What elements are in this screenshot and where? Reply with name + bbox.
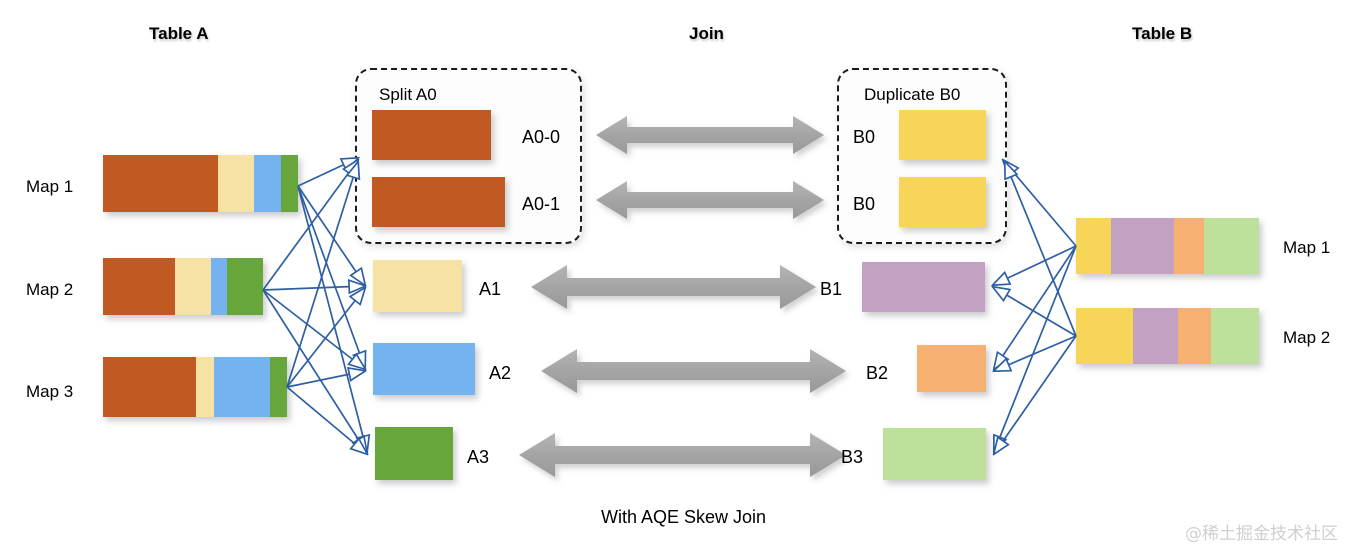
table-a-map-3-segment-a3	[270, 357, 287, 417]
table-b-map-1-segment-b2	[1174, 218, 1204, 274]
table-b-map-2-segment-b0	[1076, 308, 1133, 364]
link-b-map2-to-b2	[994, 335, 1077, 371]
duplicate-b0-part-0-label: B0	[853, 127, 876, 147]
table-a-map-2-segment-a1	[175, 258, 211, 315]
table-a-map-3-segment-a1	[196, 357, 214, 417]
duplicate-b0-title: Duplicate B0	[864, 85, 961, 104]
link-a-map3-to-a1	[286, 288, 365, 388]
table-a-map-3-segment-a0	[103, 357, 196, 417]
table-a-map-3-segment-a2	[214, 357, 270, 417]
partition-a3-label: A3	[467, 447, 490, 467]
link-b-map1-to-b1	[993, 245, 1077, 285]
table-a-map-1-segment-a2	[254, 155, 281, 212]
table-a-map-1-segment-a3	[281, 155, 298, 212]
join-arrow-a2-b2	[541, 349, 846, 393]
table-a-map-2-segment-a0	[103, 258, 175, 315]
partition-b3-label: B3	[841, 447, 864, 467]
split-a0-part-0-block	[372, 110, 491, 160]
join-arrow-a1-b1	[531, 265, 816, 309]
table-b-map-2-segment-b1	[1133, 308, 1178, 364]
link-b-map1-to-b0	[1003, 160, 1077, 247]
link-b-map1-to-b3	[994, 245, 1077, 452]
link-a-map3-to-a2	[286, 371, 365, 388]
table-a-map-3-bar	[103, 357, 287, 417]
header-table-a: Table A	[149, 24, 209, 43]
table-a-map-1-bar	[103, 155, 298, 212]
table-a-map-2-label: Map 2	[26, 280, 74, 299]
link-b-map2-to-b0	[1005, 162, 1077, 337]
split-a0-title: Split A0	[379, 85, 437, 104]
split-a0-part-1-label: A0-1	[522, 194, 561, 214]
watermark: @稀土掘金技术社区	[1185, 524, 1338, 544]
duplicate-b0-part-0-block	[899, 110, 986, 160]
join-arrow-a00-b0	[596, 116, 824, 154]
partition-a2-block	[373, 343, 475, 395]
link-a-map1-to-a0	[297, 158, 358, 187]
partition-a1-block	[373, 260, 462, 312]
link-a-map2-to-a1	[262, 286, 365, 290]
join-arrow-a01-b0	[596, 181, 824, 219]
partition-b3-block	[883, 428, 986, 480]
diagram-caption: With AQE Skew Join	[601, 507, 767, 527]
partition-b2-block	[917, 345, 986, 392]
partition-a2-label: A2	[489, 363, 512, 383]
partition-a1-label: A1	[479, 279, 502, 299]
table-b-map-2-segment-b3	[1211, 308, 1259, 364]
partition-b2-label: B2	[866, 363, 889, 383]
table-a-map-2-segment-a3	[227, 258, 263, 315]
header-join: Join	[689, 24, 724, 43]
table-b-map-1-bar	[1076, 218, 1259, 274]
duplicate-b0-part-1-label: B0	[853, 194, 876, 214]
link-b-map2-to-b3	[994, 335, 1077, 454]
duplicate-b0-part-1-block	[899, 177, 986, 227]
partition-b1-label: B1	[820, 279, 843, 299]
table-b-map-1-segment-b1	[1111, 218, 1174, 274]
link-b-map2-to-b1	[993, 287, 1077, 337]
table-b-map-2-label: Map 2	[1283, 328, 1331, 347]
table-b-map-1-segment-b3	[1204, 218, 1259, 274]
split-a0-part-0-label: A0-0	[522, 127, 561, 147]
table-a-map-2-segment-a2	[211, 258, 227, 315]
header-table-b: Table B	[1132, 24, 1193, 43]
table-b-map-1-segment-b0	[1076, 218, 1111, 274]
table-a-map-1-segment-a1	[218, 155, 254, 212]
table-a-map-2-bar	[103, 258, 263, 315]
partition-a3-block	[375, 427, 453, 480]
link-a-map3-to-a3	[286, 386, 367, 454]
table-a-map-1-label: Map 1	[26, 177, 74, 196]
join-arrow-a3-b3	[519, 433, 846, 477]
table-b-map-2-bar	[1076, 308, 1259, 364]
table-b-map-2-segment-b2	[1178, 308, 1211, 364]
link-b-map1-to-b2	[994, 245, 1077, 369]
table-a-map-1-segment-a0	[103, 155, 218, 212]
partition-b1-block	[862, 262, 985, 312]
table-a-map-3-label: Map 3	[26, 382, 74, 401]
split-a0-part-1-block	[372, 177, 505, 227]
table-b-map-1-label: Map 1	[1283, 238, 1331, 257]
